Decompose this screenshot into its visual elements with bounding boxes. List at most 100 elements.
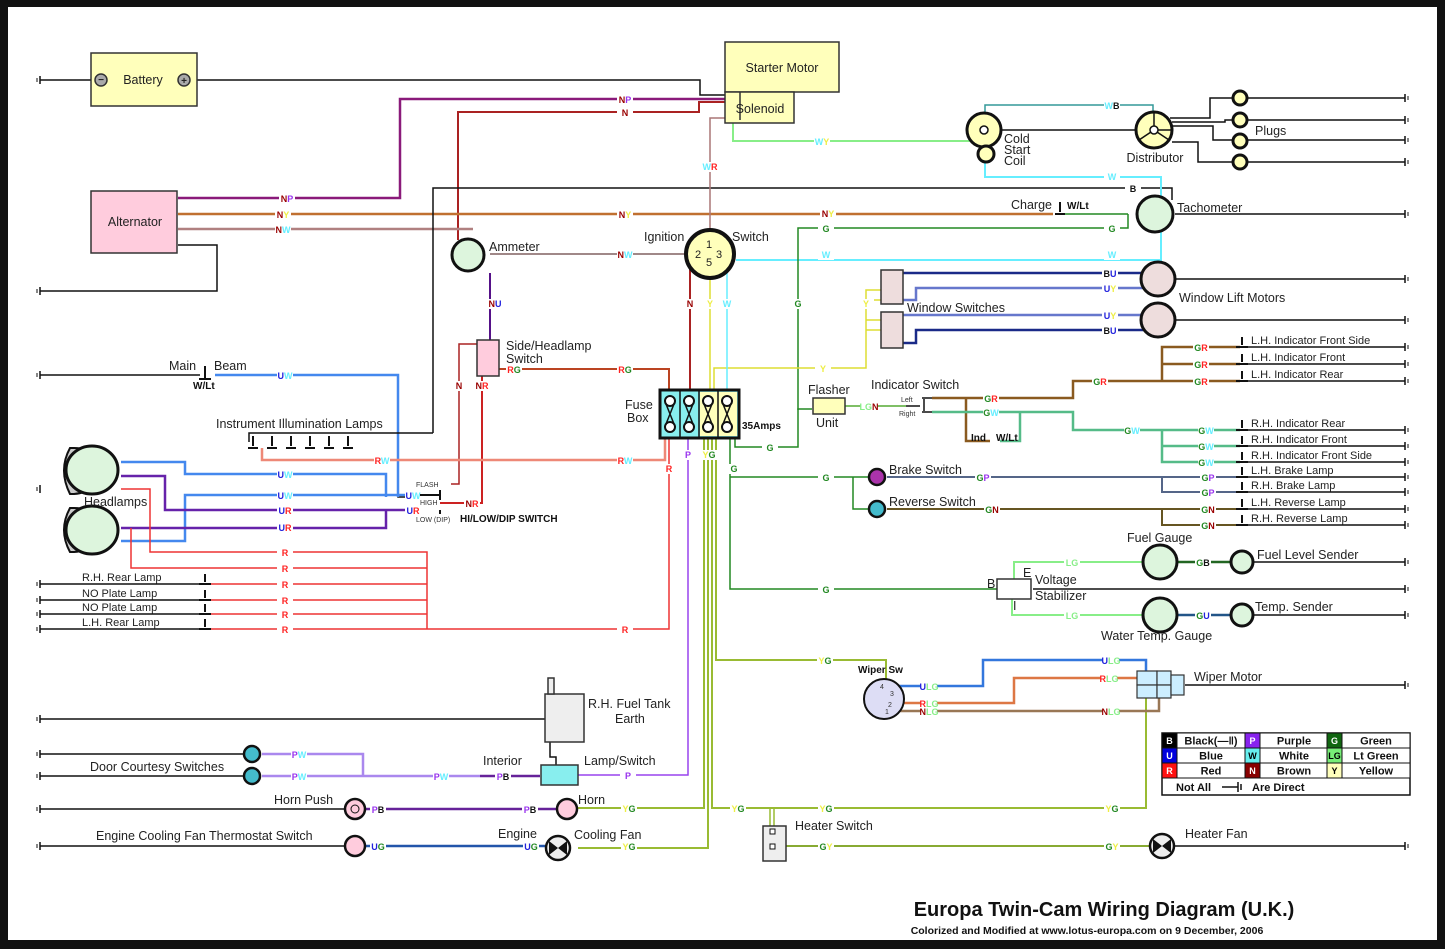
wire-code-w: W — [1108, 250, 1117, 260]
coil-label-3: Coil — [1004, 154, 1026, 168]
fuel-tank-earth: R.H. Fuel Tank Earth — [544, 677, 671, 743]
wiper-switch: Wiper Sw 4 3 2 1 — [858, 665, 905, 720]
ammeter-label: Ammeter — [489, 240, 540, 254]
temp-sender-label: Temp. Sender — [1255, 600, 1333, 614]
wire-code-wy: WY — [815, 137, 830, 147]
wire-code-rw: RW — [618, 456, 633, 466]
wire-code-w: W — [1108, 172, 1117, 182]
lamp-icon — [1236, 420, 1248, 431]
terminal-1: 1 — [706, 239, 712, 251]
lamp-icon — [286, 436, 296, 449]
legend-code: U — [1166, 751, 1173, 761]
wire-w-coil — [736, 160, 1162, 261]
starter-motor: Starter Motor Solenoid — [724, 41, 840, 124]
engine-cooling-fan: Engine Cooling Fan — [498, 827, 641, 862]
wire-code-yg: YG — [818, 656, 831, 666]
coil-label-2: Start — [1004, 143, 1031, 157]
door-courtesy-switches: Door Courtesy Switches — [90, 744, 262, 786]
wire-code-rg: RG — [507, 365, 521, 375]
lamp-icon — [1236, 499, 1248, 510]
wire-code-r: R — [282, 548, 289, 558]
lamp-switch-label: Lamp/Switch — [584, 754, 656, 768]
heater-fan-label: Heater Fan — [1185, 827, 1248, 841]
fuse-label: Fuse — [625, 398, 653, 412]
wire-code-ug: UG — [371, 842, 385, 852]
ground-icon — [1404, 473, 1409, 481]
door-courtesy-label: Door Courtesy Switches — [90, 760, 224, 774]
wire-code-gy: GY — [1105, 842, 1118, 852]
rear-lamp-item: L.H. Rear Lamp — [82, 617, 211, 630]
lamp-item: R.H. Reverse Lamp — [1236, 513, 1348, 526]
wire-code-r: R — [282, 564, 289, 574]
ground-icon — [36, 371, 41, 379]
lamp-item: R.H. Indicator Front Side — [1236, 450, 1372, 463]
wire-code-g: G — [766, 443, 773, 453]
indicator-switch-label: Indicator Switch — [871, 378, 959, 392]
wiper-sw-pin: 4 — [880, 684, 884, 691]
wire-wb — [984, 104, 1154, 118]
fuse-icon — [721, 395, 733, 433]
fuel-gauge-label: Fuel Gauge — [1127, 531, 1192, 545]
lamp-icon — [1236, 371, 1248, 382]
lamp-item: R.H. Brake Lamp — [1236, 480, 1335, 493]
horn-push-label: Horn Push — [274, 793, 333, 807]
wire-code-n: N — [687, 299, 694, 309]
wiper-sw-label: Wiper Sw — [858, 665, 903, 676]
ground-icon — [36, 750, 41, 758]
ground-icon — [1404, 558, 1409, 566]
lamp-label: R.H. Reverse Lamp — [1251, 513, 1348, 525]
wire-code-nlg: NLG — [1102, 707, 1121, 717]
diagram-subtitle: Colorized and Modified at www.lotus-euro… — [911, 925, 1264, 937]
wire-code-gn: GN — [1201, 521, 1215, 531]
voltage-stabilizer: B E I Voltage Stabilizer — [987, 566, 1086, 613]
ground-icon — [1404, 585, 1409, 593]
wire-g-ign — [797, 214, 1129, 410]
legend-code: B — [1166, 736, 1173, 746]
wire-code-wr: WR — [703, 162, 719, 172]
legend-name: Purple — [1277, 736, 1311, 748]
instrument-illumination-lamps: Instrument Illumination Lamps — [216, 417, 383, 449]
wire-code-ur: UR — [279, 523, 293, 533]
wire-door-grounds — [40, 753, 243, 777]
wire-code-uy: UY — [1104, 284, 1117, 294]
wire-code-r: R — [622, 625, 629, 635]
wiper-sw-pin: 3 — [890, 691, 894, 698]
battery: − + Battery — [90, 52, 198, 107]
flasher-unit: Flasher Unit — [808, 383, 850, 430]
terminal-5: 5 — [706, 257, 712, 269]
stabilizer-label: Stabilizer — [1035, 589, 1086, 603]
lamp-label: L.H. Reverse Lamp — [1251, 497, 1346, 509]
ind-label: Ind — [971, 433, 986, 444]
lamp-label: L.H. Indicator Front Side — [1251, 335, 1370, 347]
ground-icon — [36, 715, 41, 723]
wire-code-rw: RW — [375, 456, 390, 466]
ground-icon — [1404, 842, 1409, 850]
wire-code-gw: GW — [1198, 442, 1214, 452]
wire-plug-grounds — [1245, 97, 1405, 163]
terminal-3: 3 — [716, 249, 722, 261]
lamp-item: L.H. Indicator Rear — [1236, 369, 1344, 382]
charge-wlt-label: W/Lt — [1067, 201, 1089, 212]
fuse-rating: 35Amps — [742, 421, 781, 432]
ground-icon — [36, 842, 41, 850]
wire-gp — [887, 476, 1240, 493]
ignition-label: Ignition — [644, 230, 684, 244]
lamp-icon — [1236, 482, 1248, 493]
wire-code-uw: UW — [278, 371, 294, 381]
lamp-icon — [199, 604, 211, 615]
wire-code-bu: BU — [1104, 326, 1117, 336]
hilow-switch-label: HI/LOW/DIP SWITCH — [460, 514, 558, 525]
ground-icon — [1404, 426, 1409, 434]
wire-instrument-b — [248, 432, 433, 442]
lamp-item: L.H. Brake Lamp — [1236, 465, 1334, 478]
wire-code-gp: GP — [1201, 488, 1214, 498]
charge-label: Charge — [1011, 198, 1052, 212]
vs-e-label: E — [1023, 566, 1031, 580]
solenoid — [724, 91, 795, 124]
rear-lamp-item: R.H. Rear Lamp — [82, 572, 211, 585]
wire-code-gw: GW — [983, 408, 999, 418]
